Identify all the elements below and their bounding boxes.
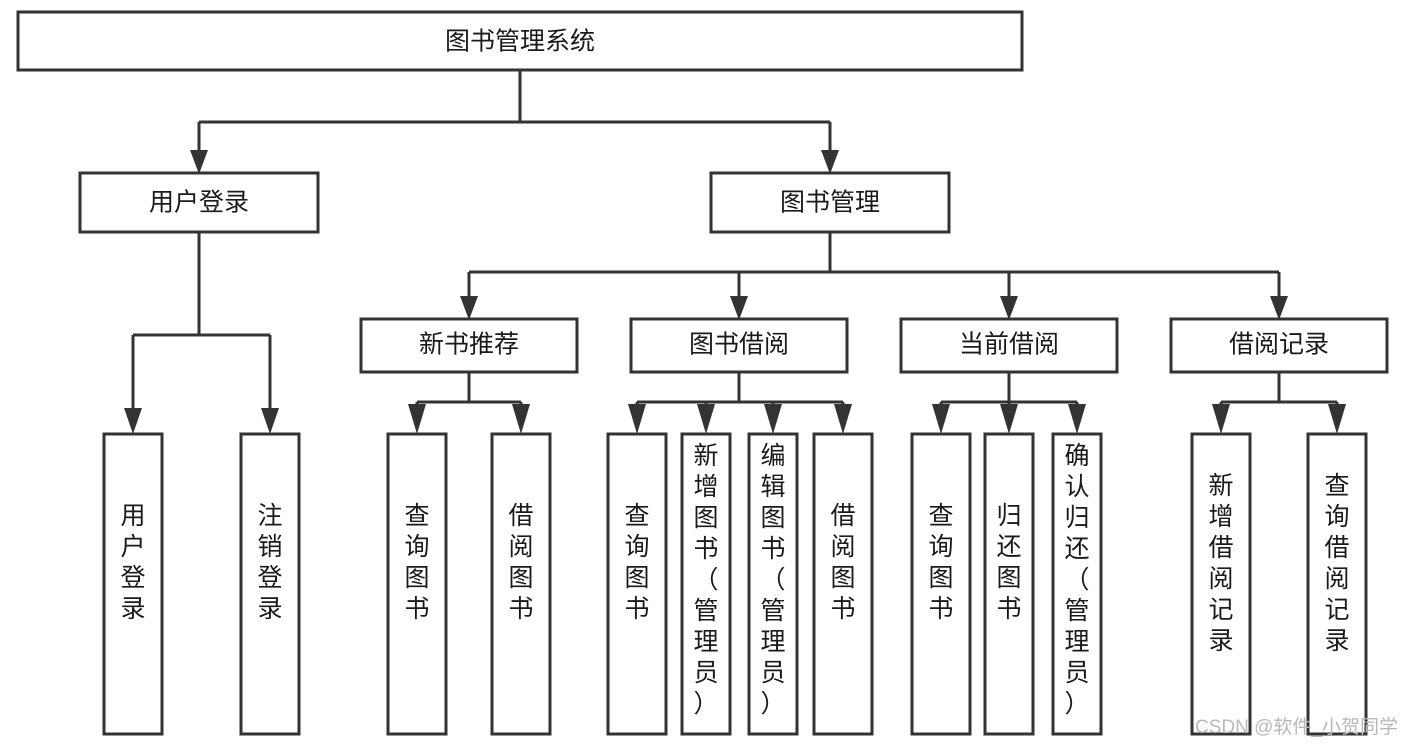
arrow-login-c1	[124, 408, 142, 434]
leaf-node[interactable]: 查询图书	[606, 432, 668, 736]
node-book-management-label: 图书管理	[780, 189, 880, 217]
node-root-book-management-system[interactable]: 图书管理系统	[16, 10, 1024, 72]
leaf-label-nb-borrow-book: 借阅图书	[508, 502, 533, 623]
node-book-borrow[interactable]: 图书借阅	[629, 317, 849, 374]
leaf-label-br-add-record: 新增借阅记录	[1208, 472, 1233, 655]
leaf-box-bb-borrow-book	[812, 432, 874, 736]
leaf-label-logout: 注销登录	[257, 502, 282, 623]
leaf-node[interactable]: 归还图书	[983, 432, 1035, 736]
leaf-node[interactable]: 新增图书（管理员）	[680, 432, 732, 736]
node-user-login-box	[78, 171, 320, 234]
leaf-node[interactable]: 确认归还（管理员）	[1051, 432, 1103, 736]
leaf-label-nb-query-book: 查询图书	[404, 502, 429, 623]
leaf-box-nb-query-book	[386, 432, 448, 736]
leaf-label-br-query-record: 查询借阅记录	[1324, 472, 1349, 655]
leaf-box-br-add-record	[1190, 432, 1252, 736]
leaf-label-cb-query-book: 查询图书	[928, 502, 953, 623]
leaf-box-bb-add-book	[680, 432, 732, 736]
leaf-box-logout	[239, 432, 301, 736]
arrow-borrow-c2	[697, 404, 715, 434]
arrow-current-c3	[1068, 404, 1086, 434]
leaf-node[interactable]: 用户登录	[102, 432, 164, 736]
leaf-box-cb-return-book	[983, 432, 1035, 736]
node-book-borrow-label: 图书借阅	[689, 331, 789, 359]
leaf-box-bb-edit-book	[747, 432, 799, 736]
watermark-label: CSDN @软件_小贺同学	[1195, 716, 1398, 738]
arrow-login-c2	[261, 408, 279, 434]
node-current-borrow-label: 当前借阅	[959, 331, 1059, 359]
arrow-bookmgmt-c3	[1000, 296, 1018, 320]
leaf-label-cb-confirm-return: 确认归还（管理员）	[1064, 442, 1089, 718]
leaf-label-bb-query-book: 查询图书	[624, 502, 649, 623]
node-new-book-recommend[interactable]: 新书推荐	[359, 317, 579, 374]
node-current-borrow-box	[899, 317, 1119, 374]
leaf-label-user-login: 用户登录	[120, 502, 145, 623]
arrow-current-c1	[932, 404, 950, 434]
arrow-newbook-c2	[512, 404, 530, 434]
node-root-label: 图书管理系统	[445, 28, 595, 56]
node-book-borrow-box	[629, 317, 849, 374]
leaf-node[interactable]: 查询图书	[386, 432, 448, 736]
leaf-label-bb-edit-book: 编辑图书（管理员）	[760, 442, 785, 718]
arrow-borrow-c3	[764, 404, 782, 434]
leaf-label-bb-borrow-book: 借阅图书	[830, 502, 855, 623]
arrow-record-c1	[1212, 404, 1230, 434]
node-new-book-recommend-box	[359, 317, 579, 374]
arrow-newbook-c1	[408, 404, 426, 434]
arrow-root-to-bookmgmt	[821, 150, 839, 174]
leaf-node[interactable]: 新增借阅记录	[1190, 432, 1252, 736]
arrow-bookmgmt-c1	[460, 296, 478, 320]
leaf-node[interactable]: 查询图书	[910, 432, 972, 736]
node-user-login-label: 用户登录	[149, 189, 249, 217]
arrow-borrow-c1	[628, 404, 646, 434]
node-book-management[interactable]: 图书管理	[709, 171, 951, 234]
leaf-node[interactable]: 借阅图书	[812, 432, 874, 736]
connectors-layer	[124, 70, 1346, 434]
node-book-management-box	[709, 171, 951, 234]
leaf-box-cb-query-book	[910, 432, 972, 736]
leaf-box-bb-query-book	[606, 432, 668, 736]
leaf-box-user-login	[102, 432, 164, 736]
arrow-bookmgmt-c2	[730, 296, 748, 320]
leaf-box-nb-borrow-book	[490, 432, 552, 736]
leaf-node[interactable]: 借阅图书	[490, 432, 552, 736]
leaf-box-cb-confirm-return	[1051, 432, 1103, 736]
arrow-bookmgmt-c4	[1270, 296, 1288, 320]
leaf-box-br-query-record	[1306, 432, 1368, 736]
arrow-root-to-login	[190, 150, 208, 174]
leaf-node[interactable]: 编辑图书（管理员）	[747, 432, 799, 736]
node-current-borrow[interactable]: 当前借阅	[899, 317, 1119, 374]
arrow-record-c2	[1328, 404, 1346, 434]
node-user-login[interactable]: 用户登录	[78, 171, 320, 234]
node-borrow-record-box	[1169, 317, 1389, 374]
leaf-node[interactable]: 查询借阅记录	[1306, 432, 1368, 736]
leaf-label-cb-return-book: 归还图书	[996, 502, 1021, 623]
arrow-borrow-c4	[834, 404, 852, 434]
node-new-book-recommend-label: 新书推荐	[419, 331, 519, 359]
node-borrow-record-label: 借阅记录	[1229, 331, 1329, 359]
node-root-box	[16, 10, 1024, 72]
arrow-current-c2	[1000, 404, 1018, 434]
leaf-label-bb-add-book: 新增图书（管理员）	[693, 442, 718, 718]
node-borrow-record[interactable]: 借阅记录	[1169, 317, 1389, 374]
leaf-node[interactable]: 注销登录	[239, 432, 301, 736]
